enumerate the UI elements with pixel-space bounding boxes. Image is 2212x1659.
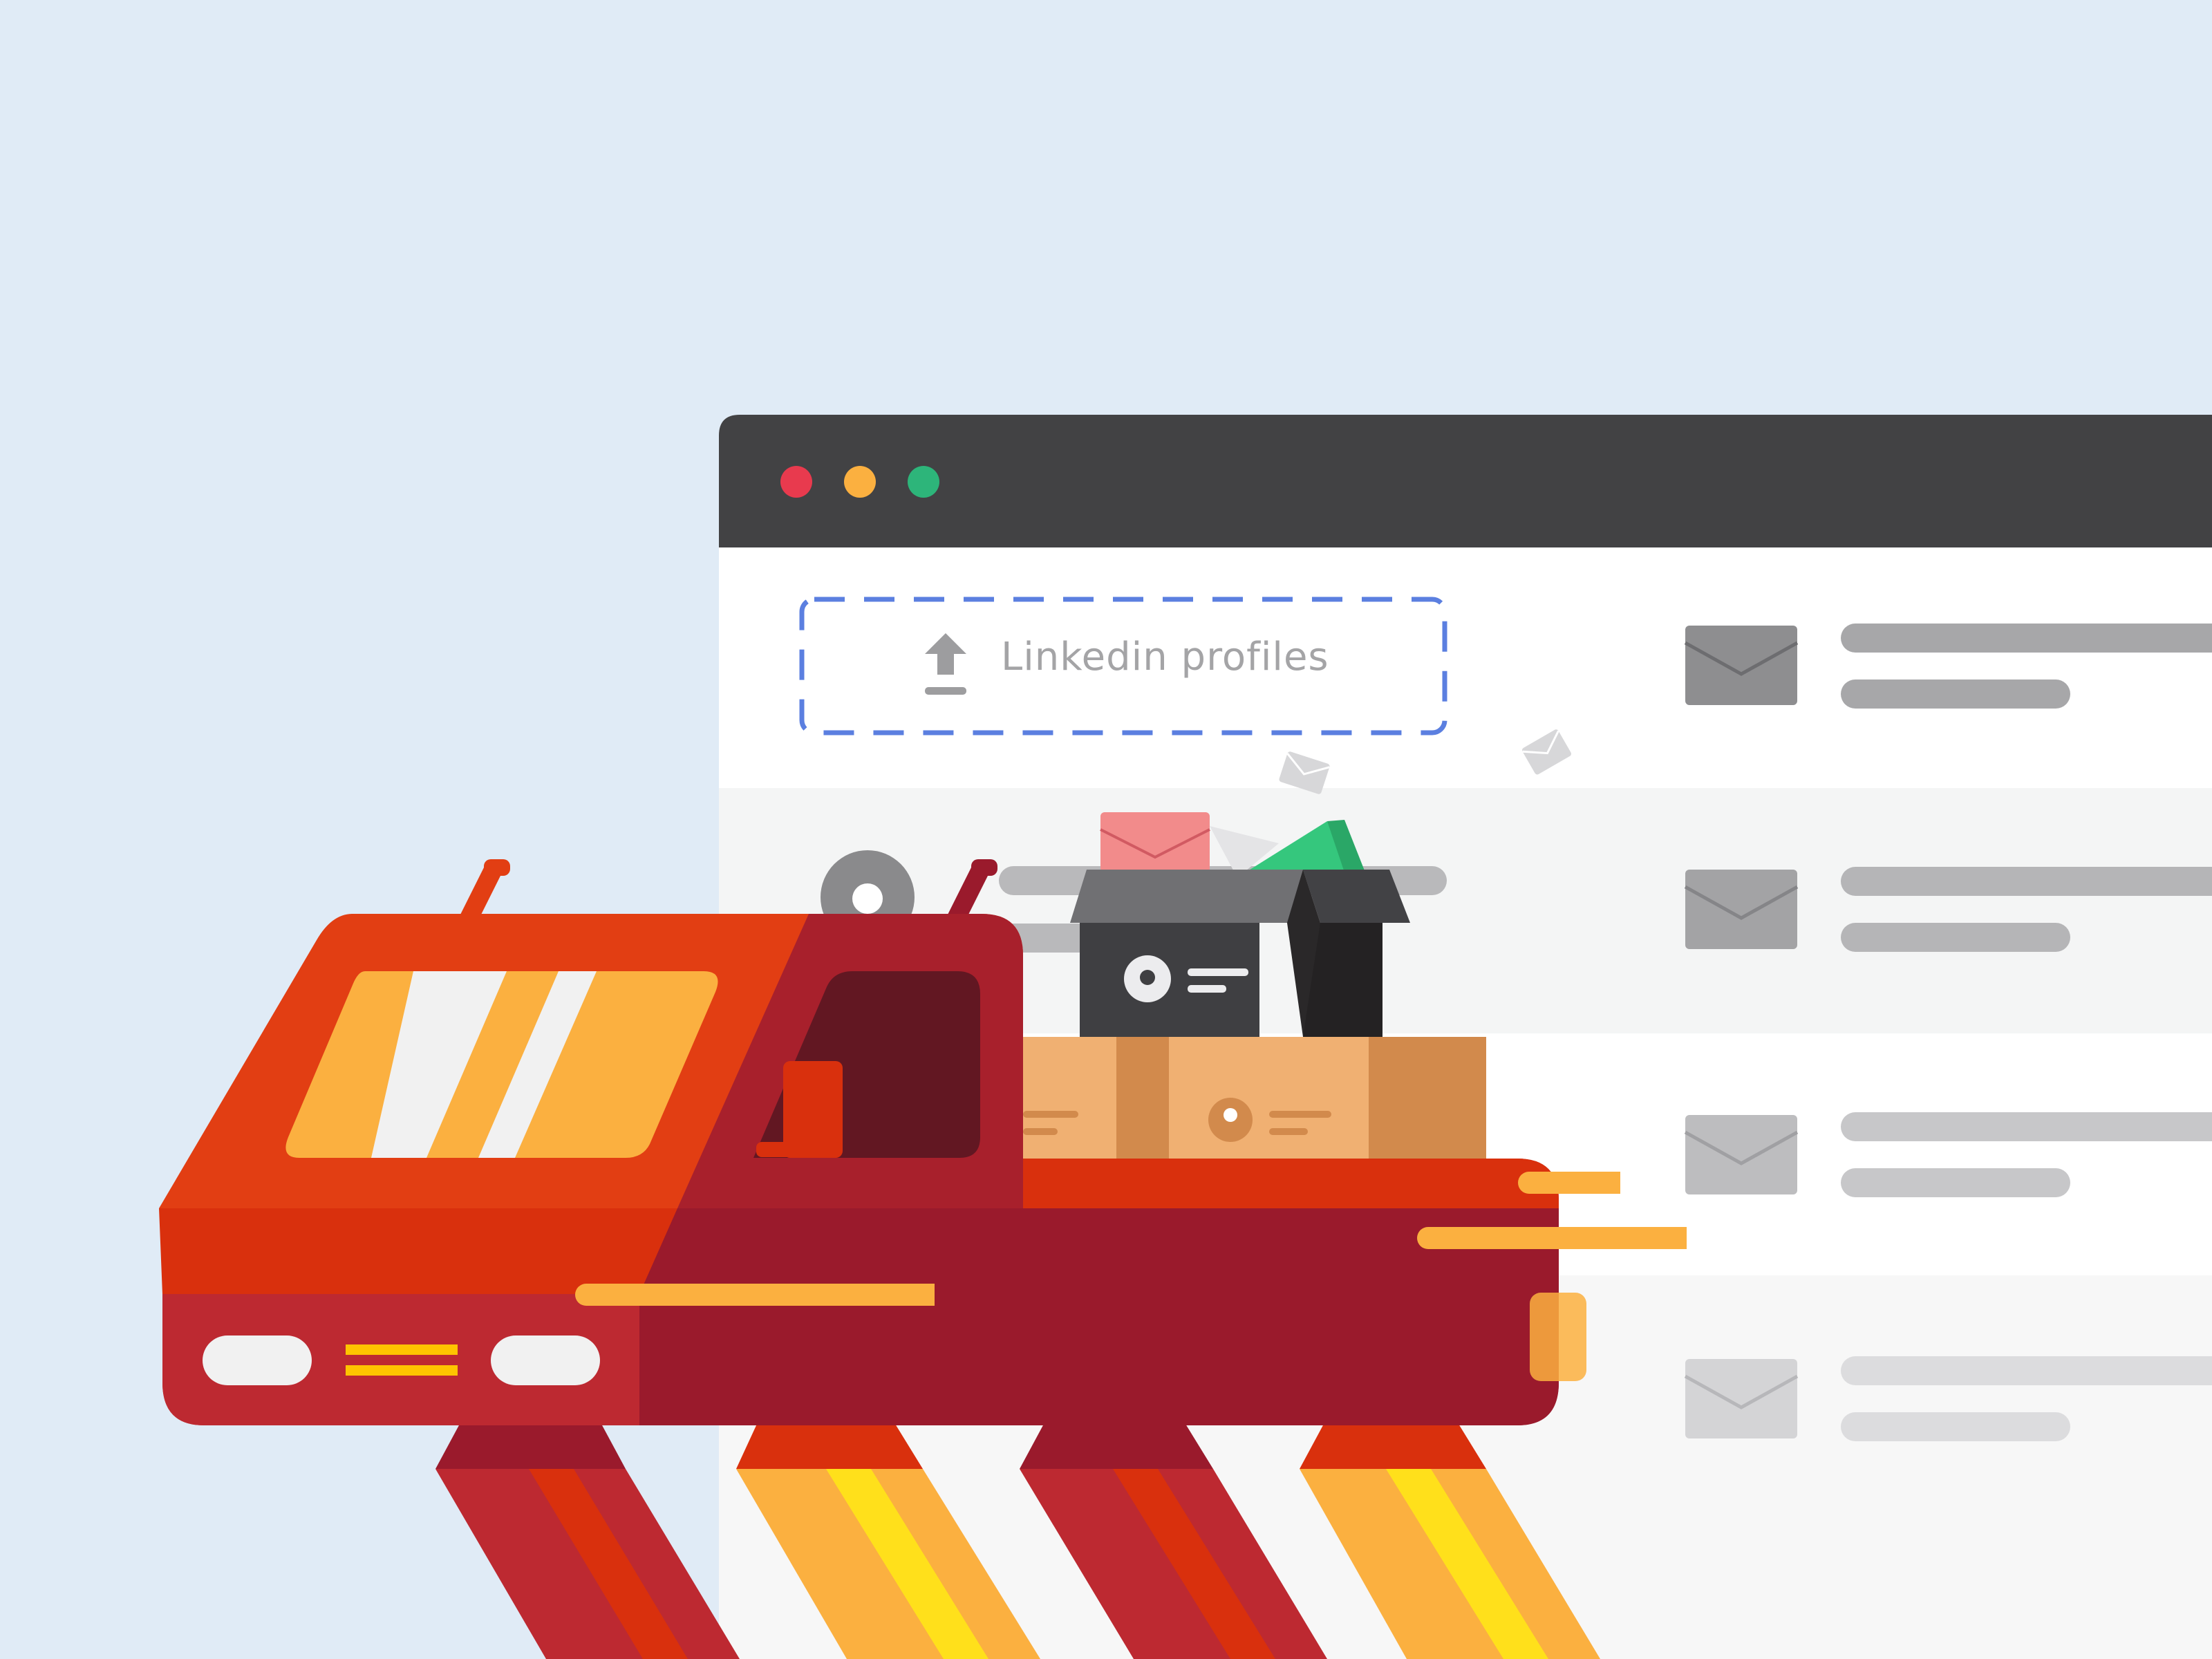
headlight xyxy=(491,1335,600,1385)
list-item[interactable] xyxy=(1684,867,2212,952)
cardboard-box xyxy=(1009,1037,1486,1160)
list-item[interactable] xyxy=(1684,624,2212,709)
list-item[interactable] xyxy=(1684,1112,2212,1197)
upload-arrow-icon xyxy=(925,633,966,695)
title-bar xyxy=(719,415,2212,547)
envelope-icon xyxy=(1685,626,1797,705)
upload-label: Linkedin profiles xyxy=(1001,635,1329,679)
headlight xyxy=(203,1335,312,1385)
box-envelopes xyxy=(1100,812,1365,881)
envelope-list xyxy=(1684,624,2212,1441)
envelope-icon xyxy=(1685,1115,1797,1194)
envelope-icon xyxy=(1685,1359,1797,1438)
close-dot[interactable] xyxy=(780,466,812,498)
maximize-dot[interactable] xyxy=(908,466,939,498)
list-item[interactable] xyxy=(1684,1356,2212,1441)
dark-box xyxy=(1070,870,1410,1037)
upload-dropzone[interactable] xyxy=(799,597,1447,735)
flying-envelope-icon xyxy=(1279,751,1330,794)
robot-truck xyxy=(159,859,1687,1659)
envelope-icon xyxy=(1685,870,1797,949)
flying-envelope-icon xyxy=(1521,729,1572,775)
minimize-dot[interactable] xyxy=(844,466,876,498)
truck-legs xyxy=(435,1424,1600,1659)
